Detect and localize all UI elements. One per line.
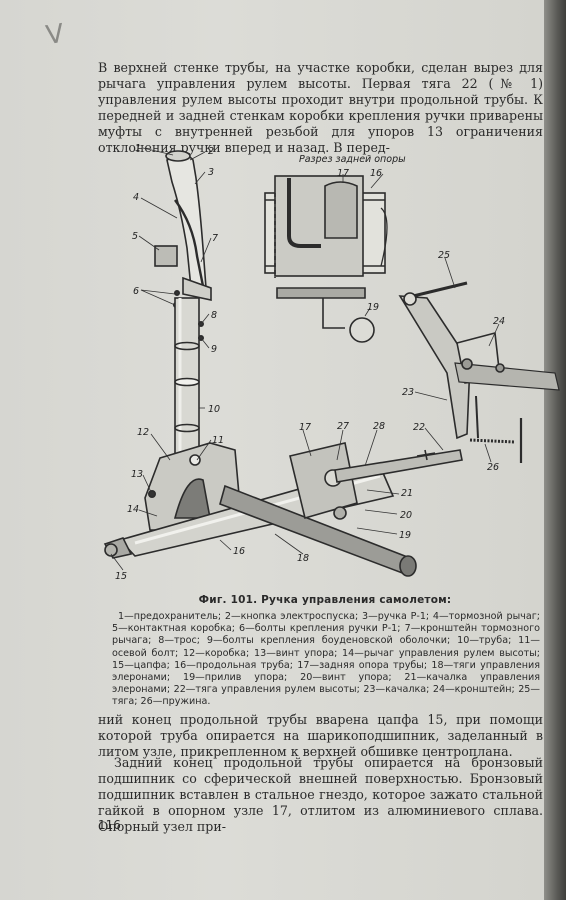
paragraph-top: В верхней стенке трубы, на участке короб… (98, 60, 543, 155)
contact-box-shape (154, 245, 178, 267)
fig-label-6: 6 (133, 286, 139, 297)
safety-cap-shape (165, 150, 191, 162)
fig-label-24: 24 (493, 316, 505, 327)
fig-label-4: 4 (133, 192, 139, 203)
fig-label-3: 3 (208, 167, 214, 178)
fig-label-13: 13 (131, 469, 143, 480)
figure-legend: 1—предохранитель; 2—кнопка электроспуска… (112, 611, 540, 708)
fig-label-20: 20 (400, 510, 412, 521)
fig-label-26: 26 (487, 462, 499, 473)
fig-label-10: 10 (208, 404, 220, 415)
figure-caption: Фиг. 101. Ручка управления самолетом: (198, 594, 452, 606)
margin-pencil-mark: V (43, 18, 66, 52)
paragraph-bottom: Задний конец продольной трубы опирается … (98, 755, 543, 834)
fig-label-14: 14 (127, 504, 139, 515)
inset-title: Разрез задней опоры (299, 154, 406, 165)
fig-label-8: 8 (211, 310, 217, 321)
elevator-rod-shape (334, 449, 463, 483)
fig-label-17: 17 (299, 422, 311, 433)
rear-support-section-inset (264, 175, 388, 343)
figure-101-control-stick-drawing: Разрез задней опоры 1 2 3 4 5 6 7 8 9 10… (75, 138, 560, 593)
fig-label-7: 7 (212, 233, 218, 244)
fig-label-16: 16 (233, 546, 245, 557)
technical-drawing: Разрез задней опоры 1 2 3 4 5 6 7 8 9 10… (103, 143, 560, 582)
page-gutter-shadow (544, 0, 566, 900)
fig-label-22: 22 (413, 422, 425, 433)
fig-label-15: 15 (115, 571, 127, 582)
fig-label-1: 1 (135, 143, 141, 154)
fig-label-28: 28 (373, 421, 385, 432)
fig-label-17-inset: 17 (337, 168, 349, 179)
fig-label-18: 18 (297, 553, 309, 564)
fig-label-19-inset: 19 (367, 302, 379, 313)
fig-label-12: 12 (137, 427, 149, 438)
fig-label-19: 19 (399, 530, 411, 541)
fig-label-16-inset: 16 (370, 168, 382, 179)
paragraph-middle: ний конец продольной трубы вварена цапфа… (98, 712, 543, 759)
fig-label-23: 23 (402, 387, 414, 398)
fig-label-25: 25 (438, 250, 450, 261)
bell-crank-shape (398, 295, 471, 440)
fig-label-27: 27 (337, 421, 349, 432)
fig-label-9: 9 (211, 344, 217, 355)
fig-label-2: 2 (208, 146, 214, 157)
fig-label-11: 11 (212, 435, 224, 446)
page-number: 116 (98, 818, 121, 832)
fig-label-5: 5 (132, 231, 138, 242)
rear-support-shape (289, 442, 358, 520)
fig-label-21: 21 (401, 488, 413, 499)
